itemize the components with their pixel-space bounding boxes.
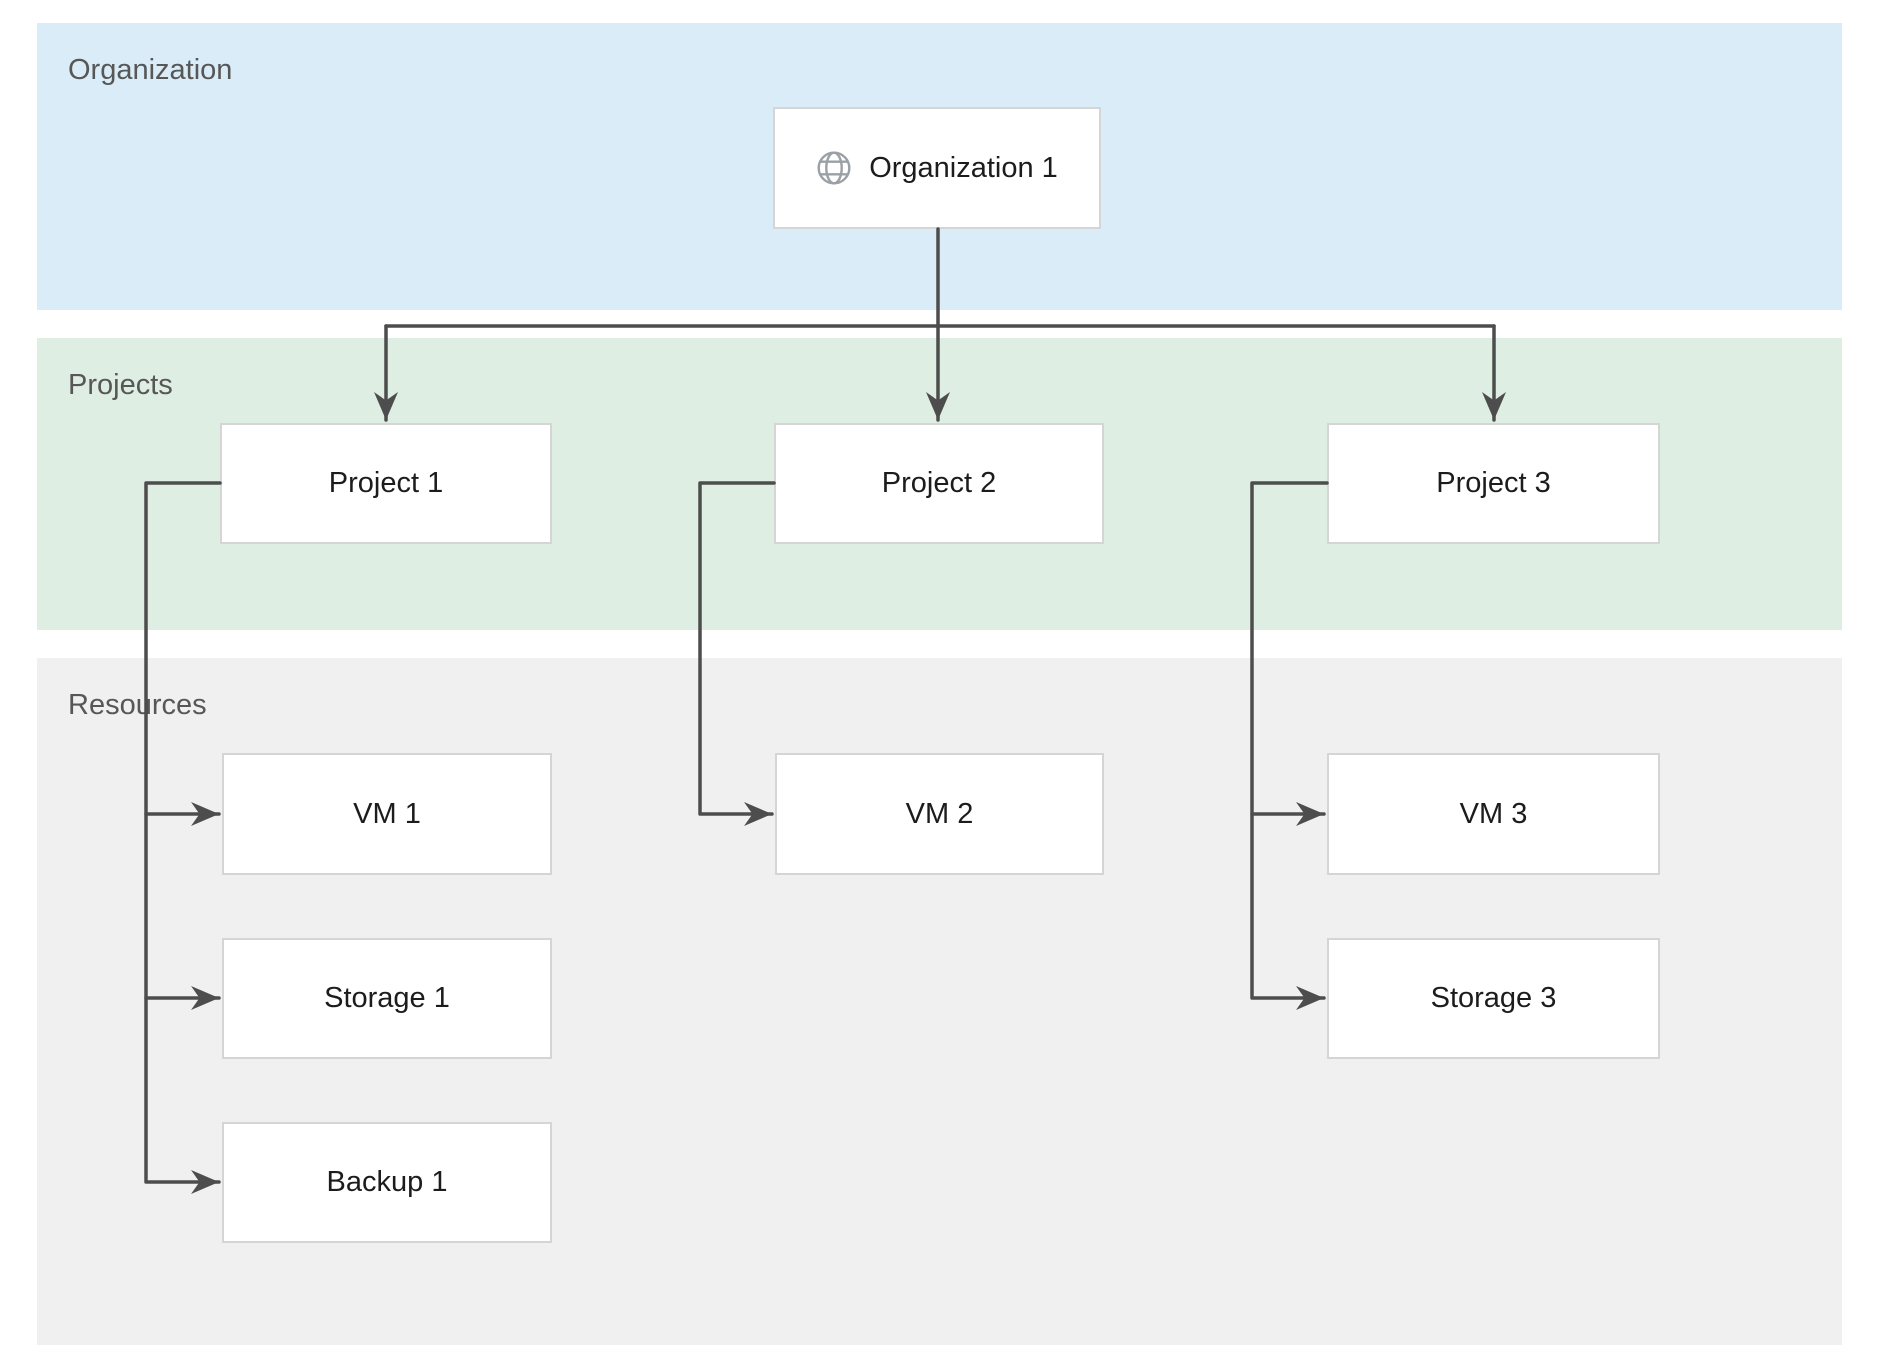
node-vm-1: VM 1 bbox=[222, 753, 552, 875]
node-label: Project 1 bbox=[328, 467, 444, 499]
node-storage-1: Storage 1 bbox=[222, 938, 552, 1059]
node-vm-2: VM 2 bbox=[775, 753, 1104, 875]
node-project-2: Project 2 bbox=[774, 423, 1104, 544]
node-label: Storage 3 bbox=[1430, 982, 1557, 1014]
node-label: VM 1 bbox=[353, 797, 421, 830]
band-resources-label: Resources bbox=[68, 689, 207, 721]
node-project-3: Project 3 bbox=[1327, 423, 1660, 544]
node-label: Project 2 bbox=[881, 467, 997, 499]
node-vm-3: VM 3 bbox=[1327, 753, 1660, 875]
band-organization-label: Organization bbox=[68, 54, 233, 86]
node-label: Project 3 bbox=[1436, 467, 1551, 499]
node-label: Storage 1 bbox=[324, 982, 450, 1014]
globe-icon bbox=[816, 150, 852, 186]
node-label: VM 2 bbox=[905, 797, 974, 830]
band-projects-label: Projects bbox=[68, 369, 173, 401]
node-label: Backup 1 bbox=[326, 1166, 448, 1198]
node-organization-1: Organization 1 bbox=[773, 107, 1101, 229]
node-label: VM 3 bbox=[1459, 797, 1528, 830]
node-project-1: Project 1 bbox=[220, 423, 552, 544]
node-storage-3: Storage 3 bbox=[1327, 938, 1660, 1059]
node-backup-1: Backup 1 bbox=[222, 1122, 552, 1243]
node-label: Organization 1 bbox=[869, 151, 1058, 184]
